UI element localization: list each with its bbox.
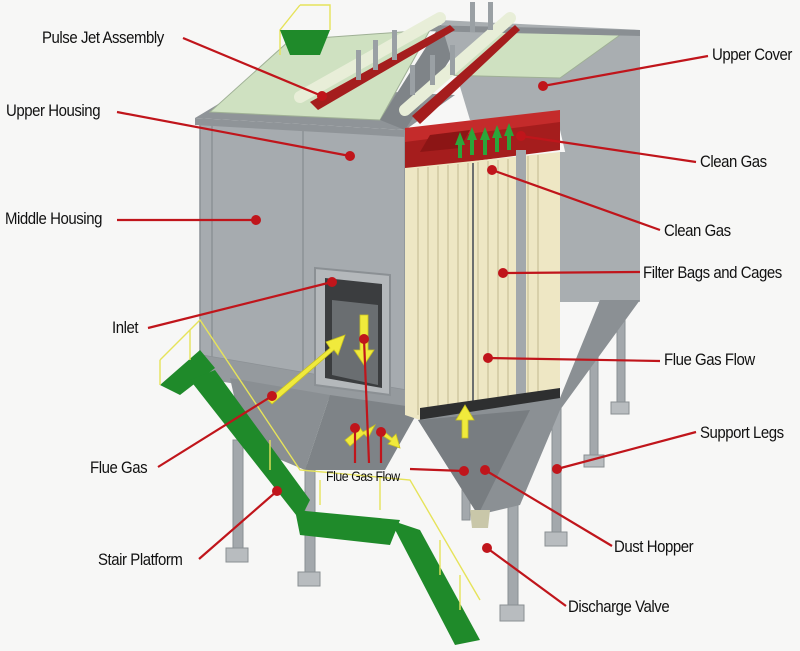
pulse-jet-pipes-art	[294, 12, 516, 116]
filter-bags-art	[405, 150, 640, 420]
leader-dots	[251, 81, 562, 553]
label-pulse-jet-assembly: Pulse Jet Assembly	[42, 28, 164, 47]
leader-lines	[116, 36, 709, 607]
label-middle-housing: Middle Housing	[5, 209, 102, 228]
label-stair-platform: Stair Platform	[98, 550, 183, 569]
label-discharge-valve: Discharge Valve	[568, 597, 670, 616]
clean-gas-arrows-icon	[455, 123, 514, 158]
label-upper-cover: Upper Cover	[712, 45, 792, 64]
label-flue-gas-flow-right: Flue Gas Flow	[664, 350, 755, 369]
label-filter-bags-and-cages: Filter Bags and Cages	[643, 263, 782, 282]
dust-hopper-art	[418, 300, 640, 528]
label-inlet: Inlet	[112, 318, 139, 337]
label-clean-gas-1: Clean Gas	[700, 152, 767, 171]
label-upper-housing: Upper Housing	[6, 101, 101, 120]
label-clean-gas-2: Clean Gas	[664, 221, 731, 240]
label-flue-gas-flow-bottom: Flue Gas Flow	[326, 468, 400, 484]
label-dust-hopper: Dust Hopper	[614, 537, 694, 556]
label-flue-gas: Flue Gas	[90, 458, 148, 477]
label-support-legs: Support Legs	[700, 423, 784, 442]
stair-platform-art	[159, 4, 481, 645]
